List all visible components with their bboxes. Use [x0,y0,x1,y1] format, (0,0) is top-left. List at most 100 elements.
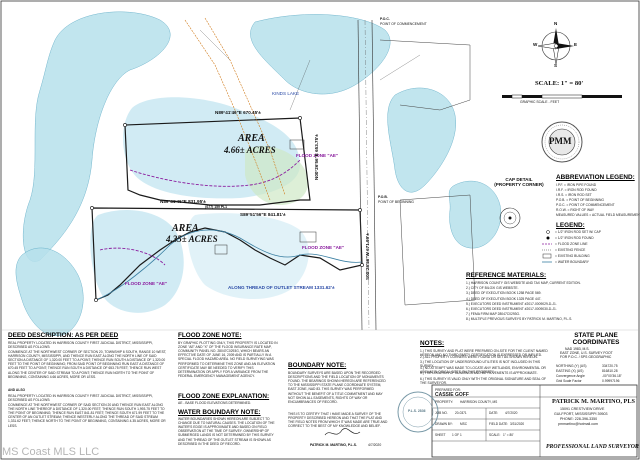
certification-date: 4/7/2020 [368,443,382,447]
sheet-label: SHEET [435,433,446,437]
flood-zone-area-3 [187,213,309,300]
state-plane-title: STATE PLANE COORDINATES [572,332,620,346]
reference-item: 7.) FEMA FIRM MAP 28047C0293G. [466,312,520,317]
street-centerline [364,19,370,331]
note-item: 6.) THIS SURVEY IS VALID ONLY WITH THE O… [420,377,547,385]
state-plane-label: NORTHING (Y) (US) [556,364,587,368]
state-plane-label: Grid Scale Factor [556,379,582,383]
water-body-east [387,87,457,193]
state-plane-value: 0.99997196 [602,379,620,383]
notes-title: NOTES: [420,340,445,347]
firm-name: PATRICK M. MARTINO, PLS [552,398,635,405]
pob-desc: POINT OF BEGINNING [378,200,414,204]
building-2 [299,231,317,243]
building-1 [289,139,305,150]
drawn-value: MSC [460,422,468,426]
west-letter: W [533,42,538,47]
east-letter: E [574,42,578,47]
monument [123,123,127,127]
north-arrow-icon [537,28,574,65]
job-number: 20-0371 [455,411,467,415]
job-label: JOB NO. [435,411,448,415]
wetland-area-1 [245,146,309,205]
abbreviation-item: I.P.F. = IRON PIPE FOUND [556,183,597,187]
monument [94,298,98,302]
monument [90,206,94,210]
boundary-area-435 [91,207,363,301]
bearing-label: N00°26'56"E 653.75'± [314,134,319,180]
flood-zone-label: FLOOD ZONE "AE" [125,281,168,286]
mls-watermark: MS Coast MLS LLC [2,446,100,458]
legend-item: = 1/2" IRON ROD FOUND [555,236,594,240]
firm-tagline: PROFESSIONAL LAND SURVEYOR [546,444,639,450]
north-letter: N [554,21,558,26]
flood-zone-note-text: BY GRAPHIC PLOTTING ONLY, THIS PROPERTY … [178,341,278,378]
abbreviation-legend-title: ABBREVIATION LEGEND: [556,174,635,181]
state-plane-sub: EAST ZONE, U.S. SURVEY FOOT [560,351,613,355]
field-label: FIELD DATE: [489,422,509,426]
boundary-note-title: BOUNDARY NOTE: [288,362,347,369]
building-3 [214,244,228,255]
date-label: DATE: [489,411,499,415]
road-line-2 [204,17,286,196]
note-item: 3.) THE LOCATION OF UNDERGROUND UTILITIE… [420,360,541,369]
deed-text: COMMENCE AT THE NORTHWEST CORNER OF SECT… [8,350,167,379]
monument [358,208,362,212]
outlet-stream-thread [95,229,363,301]
note-item: 2.) ALL PROPERTY CORNERS WERE FOUND OR S… [420,354,538,359]
area-label-435: AREA [172,223,199,234]
deed-title: DEED DESCRIPTION: AS PER DEED [8,332,119,339]
east-property-line [379,39,471,111]
firm-phone: PHONE: 228-396-3350 [560,417,598,421]
area-label-466: AREA [238,133,265,144]
legend-title: LEGEND: [556,222,585,229]
east-parcel-line [399,194,476,306]
reference-item: 1.) HARRISON COUNTY GIS WEBSITE AND TAX … [466,281,581,285]
state-plane-value: -00°00'36.18" [602,374,622,378]
property-desc: HARRISON COUNTY, MS [460,400,498,404]
bearing-label: S00°26'56"W 671.99'± [365,233,370,280]
street-line-east [371,19,377,331]
area-acres-435: 4.35± ACRES [166,234,218,244]
water-body-west [22,11,171,262]
surveyor-seal-icon [397,391,439,433]
abbreviation-item: P.O.B. = POINT OF BEGINNING [556,198,604,202]
boundary-note-text: BOUNDARY SURVEYS ARE BASED UPON THE RECO… [288,371,386,404]
date-value: 4/7/2020 [505,411,518,415]
area-acres-466: 4.66± ACRES [224,145,276,155]
bearing-label: S89°51'56"E 841.81'± [240,212,286,217]
state-plane-value: 334720.75 [602,364,618,368]
boundary-area-466 [124,117,311,206]
reference-item: 6.) EXECUTORS DEED INSTRUMENT #2017-0009… [466,307,557,311]
client-name: CASSIE GOFF [435,392,469,398]
graphic-scale-bar [502,94,622,99]
firm-city: GULFPORT, MISSISSIPPI 39503 [554,412,608,416]
legend-symbols [542,230,552,263]
road-line-1 [184,19,271,201]
south-letter: S [554,63,558,68]
curve-label: (S77) 159 PL1 [205,205,228,209]
legend-item: = EXISTING BUILDING [555,254,590,258]
stream-thread-label: ALONG THREAD OF OUTLET STREAM 1331.62'± [228,285,335,290]
state-plane-label: Convergence Angle [556,374,585,378]
poc-desc: POINT OF COMMENCEMENT [380,22,427,26]
monument [298,116,302,120]
pob-label: P.O.B. [378,195,388,199]
abbreviation-item: R.O.W. = RIGHT OF WAY [556,208,595,212]
water-body-southwest [15,247,84,337]
note-item: 4.) NO ATTEMPT WAS MADE TO LOCATE ANY WE… [420,365,546,374]
deed-text: COMMENCE AT THE NORTHWEST CORNER OF SAID… [8,403,166,428]
leader-line [289,59,311,111]
water-boundary-text: WATER BOUNDARIES SHOWN HEREON ARE SUBJEC… [178,417,275,446]
abbreviation-item: P.O.C. = POINT OF COMMENCEMENT [556,203,615,207]
field-value: 3/31/2020 [510,422,525,426]
reference-item: 2.) CITY OF BILOXI GIS WEBSITE. [466,286,519,291]
state-plane-sub: NAD 1983, M.S. [565,347,590,351]
deed-text: REAL PROPERTY LOCATED IN HARRISON COUNTY… [8,341,153,350]
graphic-scale-label: GRAPHIC SCALE - FEET [520,100,560,104]
deed-text: AND ALSO [8,388,26,392]
flood-zone-expl-title: FLOOD ZONE EXPLANATION: [178,393,270,400]
cap-detail-icon [499,207,521,229]
